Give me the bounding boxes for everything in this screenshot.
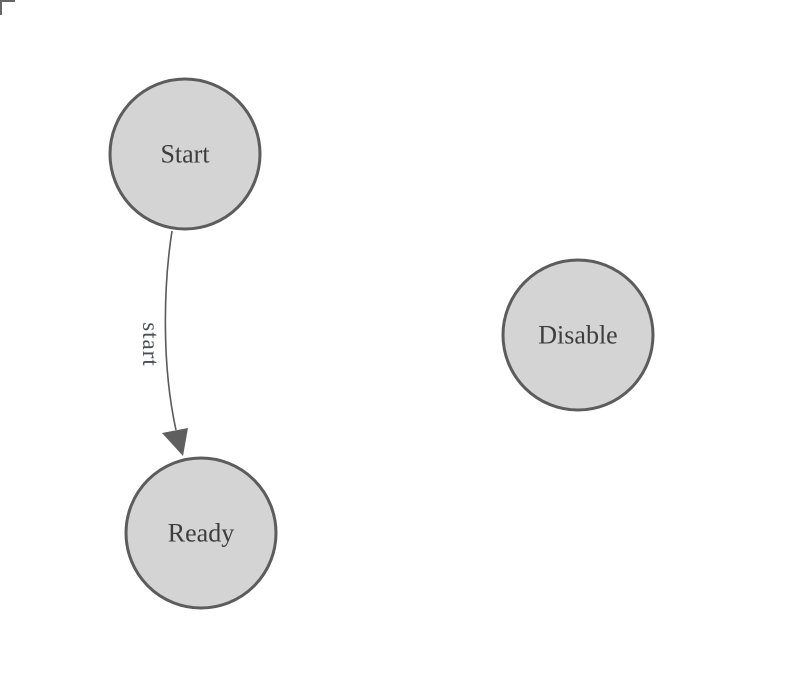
state-node-disable[interactable]: Disable bbox=[501, 258, 655, 412]
edge-path[interactable] bbox=[164, 230, 177, 431]
state-circle[interactable] bbox=[501, 258, 655, 412]
state-circle[interactable] bbox=[108, 77, 262, 231]
state-circle[interactable] bbox=[124, 456, 278, 610]
state-label: Disable bbox=[538, 321, 617, 350]
edge-label[interactable]: start bbox=[138, 322, 163, 367]
arrowhead-icon bbox=[162, 428, 188, 456]
transition-edge-start-to-ready[interactable]: start bbox=[138, 230, 188, 456]
state-node-start[interactable]: Start bbox=[108, 77, 262, 231]
canvas-origin-corner-icon bbox=[0, 0, 15, 15]
state-node-ready[interactable]: Ready bbox=[124, 456, 278, 610]
state-label: Start bbox=[160, 140, 210, 169]
state-label: Ready bbox=[168, 519, 234, 548]
